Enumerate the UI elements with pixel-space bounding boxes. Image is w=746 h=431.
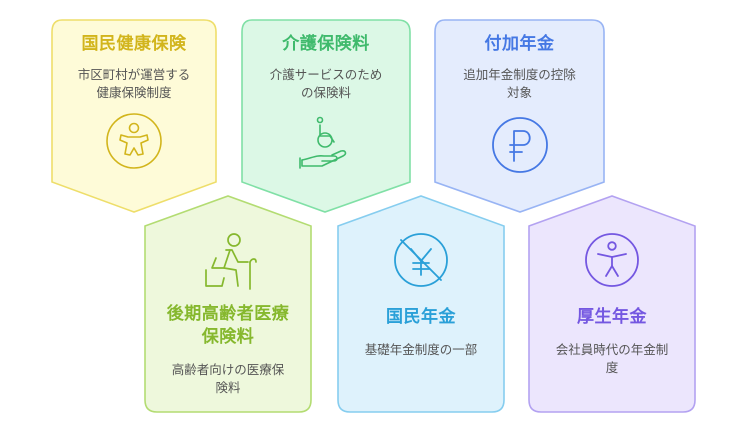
card-description: 市区町村が運営する 健康保険制度: [52, 66, 216, 102]
card-title: 後期高齢者医療 保険料: [145, 303, 311, 349]
card-title: 国民年金: [386, 307, 456, 327]
card-title-line: 保険料: [201, 327, 255, 347]
card-shape-kaigo: [241, 19, 411, 213]
card-shape-kosei-nenkin: [528, 195, 696, 413]
card-description-line: 対象: [506, 85, 532, 100]
card-shape-fuka-nenkin: [434, 19, 605, 213]
card-kokumin-kenko: 国民健康保険 市区町村が運営する 健康保険制度: [52, 33, 216, 102]
card-description-line: 介護サービスのため: [269, 67, 383, 82]
card-description: 会社員時代の年金制 度: [529, 341, 695, 377]
yen-slash-icon: [394, 233, 448, 287]
card-title-line: 後期高齢者医療: [166, 304, 290, 324]
card-kosei-nenkin: 厚生年金 会社員時代の年金制 度: [529, 306, 695, 377]
card-shape-kokumin-kenko: [51, 19, 217, 213]
card-description-line: 会社員時代の年金制: [555, 342, 669, 357]
person-outline-icon: [106, 113, 162, 169]
card-shape-koki-koreisha: [144, 195, 312, 413]
card-description: 高齢者向けの医療保 険料: [145, 361, 311, 397]
card-shape-kokumin-nenkin: [337, 195, 505, 413]
card-description-line: 基礎年金制度の一部: [364, 342, 478, 357]
card-title: 付加年金: [484, 34, 555, 54]
card-title: 厚生年金: [577, 307, 647, 327]
card-title: 国民健康保険: [81, 34, 187, 54]
accessibility-person-icon: [585, 233, 639, 287]
wheelchair-hand-icon: [299, 116, 347, 169]
ruble-coin-icon: [492, 117, 548, 173]
card-description-line: 高齢者向けの医療保: [171, 362, 285, 377]
card-description-line: の保険料: [300, 85, 351, 100]
card-kokumin-nenkin: 国民年金 基礎年金制度の一部: [338, 306, 504, 359]
card-description-line: 険料: [215, 380, 241, 395]
elderly-person-icon: [205, 233, 257, 290]
card-description-line: 市区町村が運営する: [77, 67, 191, 82]
card-description: 基礎年金制度の一部: [338, 341, 504, 359]
card-koki-koreisha: 後期高齢者医療 保険料 高齢者向けの医療保 険料: [145, 303, 311, 397]
card-description-line: 健康保険制度: [96, 85, 172, 100]
card-kaigo: 介護保険料 介護サービスのため の保険料: [242, 33, 410, 102]
card-description: 追加年金制度の控除 対象: [435, 66, 604, 102]
card-description-line: 度: [605, 360, 619, 375]
card-description: 介護サービスのため の保険料: [242, 66, 410, 102]
card-title: 介護保険料: [282, 34, 370, 54]
card-description-line: 追加年金制度の控除: [463, 67, 576, 82]
card-fuka-nenkin: 付加年金 追加年金制度の控除 対象: [435, 33, 604, 102]
